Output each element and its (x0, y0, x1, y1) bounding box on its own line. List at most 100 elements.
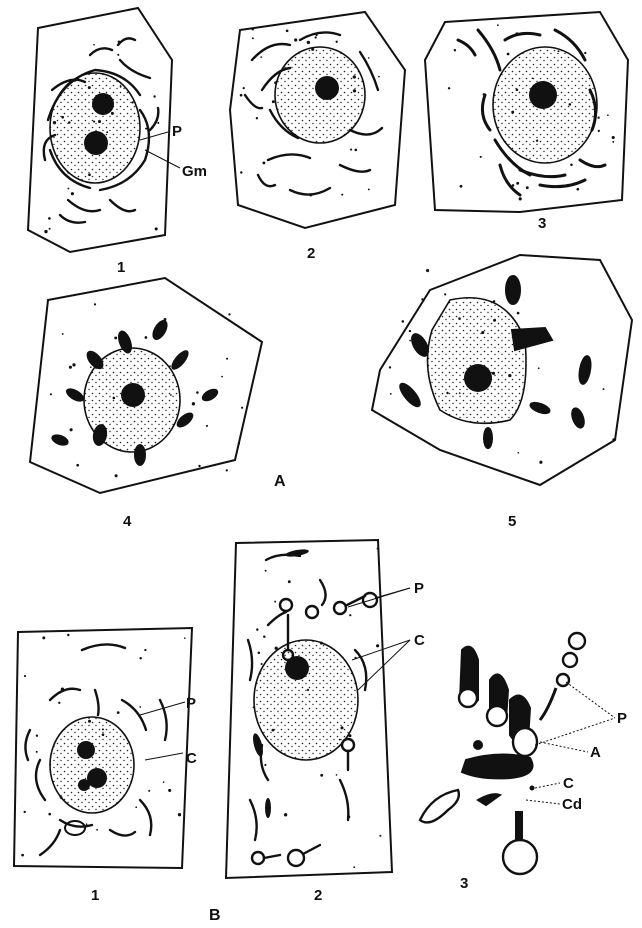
cytoplasm-dot (226, 358, 228, 360)
leader-line (145, 753, 183, 760)
cytoplasm-dot (240, 171, 242, 173)
cell-a2: 2 (230, 12, 405, 262)
vacuole (563, 653, 577, 667)
cytoplasm-dot (243, 87, 245, 89)
cytoplasm-dot (570, 163, 573, 166)
cytoplasm-dot (376, 644, 379, 647)
label-c: C (414, 632, 425, 649)
cytoplasm-dot (42, 636, 45, 639)
cytoplasm-dot (117, 711, 120, 714)
cytoplasm-dot (206, 425, 208, 427)
cytoplasm-dot (258, 652, 261, 655)
cell-b1: P C 1 (14, 628, 197, 904)
cytoplasm-dot (307, 41, 310, 44)
cytoplasm-dot (49, 228, 51, 230)
cytoplasm-dot (272, 100, 275, 103)
cytoplasm-dot (402, 320, 405, 323)
cytoplasm-dot (86, 823, 88, 825)
cytoplasm-dot (378, 76, 380, 78)
cytoplasm-dot (320, 774, 323, 777)
cytoplasm-dot (538, 367, 540, 369)
label-c: C (186, 750, 197, 767)
label-p: P (172, 123, 182, 140)
cytoplasm-dot (94, 303, 96, 305)
cytoplasm-dot (507, 53, 510, 56)
nucleus (428, 298, 527, 424)
leader-line (140, 132, 168, 140)
cytoplasm-dot (228, 313, 230, 315)
cytoplasm-dot (256, 628, 258, 630)
panel-number: 4 (123, 513, 132, 530)
cytoplasm-dot (341, 194, 343, 196)
cytoplasm-dot (48, 813, 51, 816)
cytoplasm-dot (516, 182, 519, 185)
cytoplasm-dot (519, 197, 522, 200)
cytoplasm-dot (480, 156, 482, 158)
cytoplasm-dot (58, 702, 60, 704)
panel-number: 5 (508, 513, 516, 530)
cytoplasm-dot (238, 442, 240, 444)
cytoplasm-dot (139, 706, 141, 708)
cytoplasm-dot (44, 230, 47, 233)
cytoplasm-dot (256, 117, 258, 119)
cell-a5: 5 (372, 255, 632, 530)
cell-b2: P C 2 (226, 540, 425, 904)
cytoplasm-dot (426, 269, 429, 272)
cytoplasm-dot (93, 44, 95, 46)
panel-number: 3 (538, 215, 546, 232)
leader-line (145, 150, 180, 168)
inclusion-body (65, 821, 85, 835)
cytoplasm-dot (72, 363, 75, 366)
cytoplasm-dot (144, 649, 146, 651)
nucleolus (464, 364, 492, 392)
cytoplasm-dot (355, 149, 358, 152)
cytoplasm-dot (379, 835, 381, 837)
cytoplasm-dot (368, 57, 370, 59)
cytoplasm-dot (135, 806, 137, 808)
cytoplasm-dot (196, 391, 199, 394)
cytoplasm-dot (274, 601, 276, 603)
cytoplasm-dot (157, 122, 159, 124)
cytoplasm-dot (21, 854, 24, 857)
cytoplasm-dot (517, 312, 520, 315)
cytoplasm-dot (71, 192, 74, 195)
cytoplasm-dot (264, 764, 266, 766)
cytoplasm-dot (497, 24, 499, 26)
cytoplasm-dot (221, 376, 223, 378)
cytoplasm-dot (454, 49, 456, 51)
panel-number: 2 (307, 245, 315, 262)
cytoplasm-dot (517, 452, 519, 454)
cytoplasm-dot (115, 474, 118, 477)
label-p: P (186, 695, 196, 712)
cytoplasm-dot (114, 336, 117, 339)
cytoplasm-dot (163, 781, 165, 783)
leader-line (526, 800, 560, 804)
label-c: C (563, 775, 574, 792)
cytoplasm-dot (36, 735, 38, 737)
cytoplasm-dot (577, 188, 580, 191)
cytoplasm-dot (251, 28, 254, 31)
leader-line (535, 783, 560, 788)
cytoplasm-dot (260, 56, 262, 58)
cytoplasm-dot (148, 790, 150, 792)
vacuole (420, 790, 459, 822)
label-p: P (617, 710, 627, 727)
cytoplasm-dot (612, 438, 615, 441)
golgi-detail-b3: P A C Cd 3 (420, 633, 627, 892)
nucleus (50, 717, 134, 813)
cytoplasm-dot (597, 117, 599, 119)
cytoplasm-dot (96, 829, 98, 831)
cytoplasm-dot (444, 293, 446, 295)
cytoplasm-dot (409, 330, 411, 332)
golgi-lamella (462, 754, 533, 778)
cytoplasm-dot (168, 789, 171, 792)
cytoplasm-dot (389, 366, 391, 368)
cytoplasm-dot (607, 114, 609, 116)
nucleolus (78, 779, 90, 791)
panel-number: 1 (117, 259, 125, 276)
cytoplasm-dot (598, 130, 600, 132)
cytoplasm-dot (252, 37, 254, 39)
cytoplasm-dot (67, 188, 69, 190)
cytoplasm-dot (336, 41, 338, 43)
